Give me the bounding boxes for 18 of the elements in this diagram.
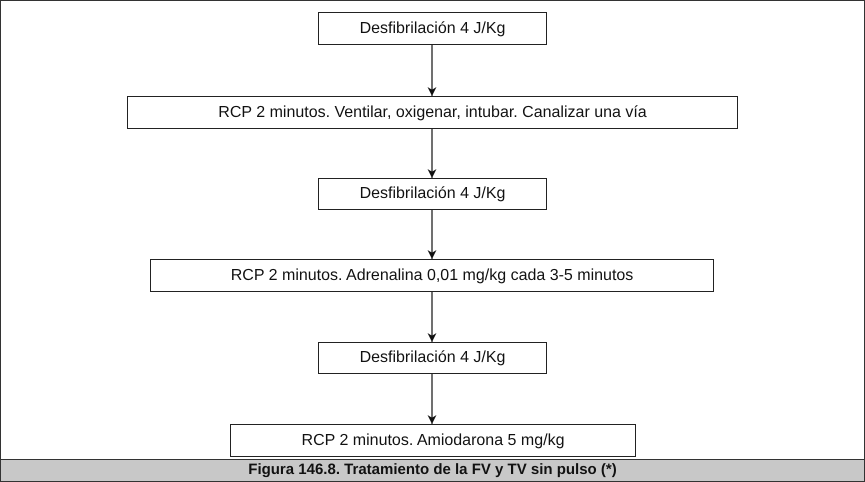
process-box (318, 12, 547, 45)
process-box (150, 259, 714, 292)
arrow (428, 45, 436, 96)
figure-caption: Figura 146.8. Tratamiento de la FV y TV sin pulso (*) (0, 459, 865, 482)
arrow (428, 129, 436, 178)
box-label: RCP 2 minutos. Adrenalina 0,01 mg/kg cada 3-5 minutos (230, 266, 634, 286)
process-box (127, 96, 738, 129)
box-label: RCP 2 minutos. Ventilar, oxigenar, intubar. Canalizar una vía (218, 102, 647, 122)
box-label: Desfibrilación 4 J/Kg (360, 348, 506, 368)
process-box (230, 424, 636, 457)
arrow (428, 210, 436, 259)
process-box (318, 342, 547, 374)
arrow (428, 374, 436, 424)
arrow (428, 292, 436, 342)
box-label: Desfibrilación 4 J/Kg (360, 184, 506, 204)
box-label: Desfibrilación 4 J/Kg (360, 18, 506, 38)
process-box (318, 178, 547, 210)
box-label: RCP 2 minutos. Amiodarona 5 mg/kg (302, 430, 564, 450)
